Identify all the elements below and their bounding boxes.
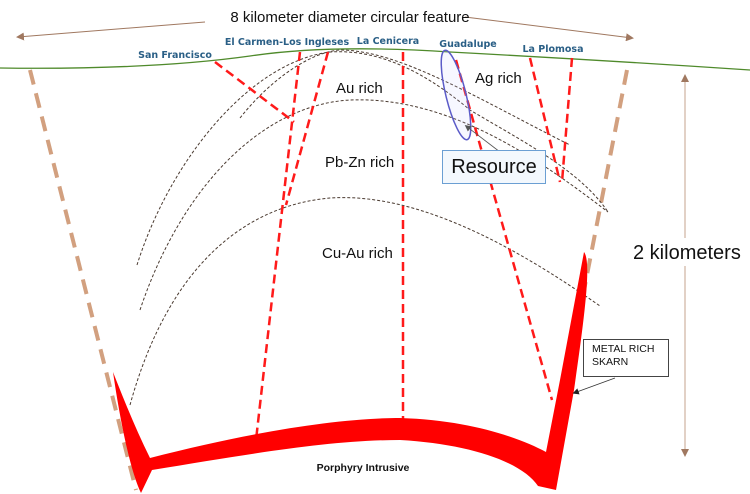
fault-el-carmen-1 [254, 51, 302, 441]
faults [214, 51, 574, 441]
skarn-pointer [572, 377, 616, 395]
zone-ag-rich: Ag rich [475, 70, 522, 87]
zone-pbzn-rich: Pb-Zn rich [325, 154, 394, 171]
skarn-label-line2: SKARN [592, 356, 629, 368]
diameter-label: 8 kilometer diameter circular feature [230, 9, 469, 26]
zone-boundaries [129, 49, 609, 406]
ground-surface [0, 48, 750, 71]
site-la-cenicera: La Cenicera [357, 36, 419, 47]
zone-boundary-3 [139, 99, 609, 311]
zone-boundary-4 [129, 197, 601, 406]
crater-wall-left [28, 69, 138, 491]
zone-boundary-2 [239, 49, 571, 146]
site-san-francisco: San Francisco [138, 50, 212, 61]
skarn-label-box: METAL RICH SKARN [583, 339, 669, 377]
diameter-arrow-right [464, 16, 634, 42]
site-guadalupe: Guadalupe [439, 39, 496, 50]
fault-san-francisco [214, 61, 295, 123]
diameter-arrow-left [16, 21, 206, 41]
site-la-plomosa: La Plomosa [522, 44, 583, 55]
fault-la-plomosa-1 [528, 57, 562, 183]
zone-au-rich: Au rich [336, 80, 383, 97]
skarn-label-line1: METAL RICH [592, 343, 655, 355]
resource-pointer [464, 125, 501, 153]
resource-ellipse [440, 49, 472, 141]
resource-label-box: Resource [442, 150, 546, 184]
zone-boundary-1 [136, 51, 609, 266]
fault-la-plomosa-2 [560, 57, 574, 183]
fault-el-carmen-2 [284, 51, 330, 206]
site-el-carmen: El Carmen-Los Ingleses [225, 37, 350, 48]
zone-cuau-rich: Cu-Au rich [322, 245, 393, 262]
depth-label: 2 kilometers [633, 242, 741, 264]
resource-label: Resource [451, 155, 537, 178]
intrusive-label: Porphyry Intrusive [317, 462, 410, 474]
porphyry-intrusive [113, 252, 588, 493]
fault-guadalupe [454, 59, 554, 401]
